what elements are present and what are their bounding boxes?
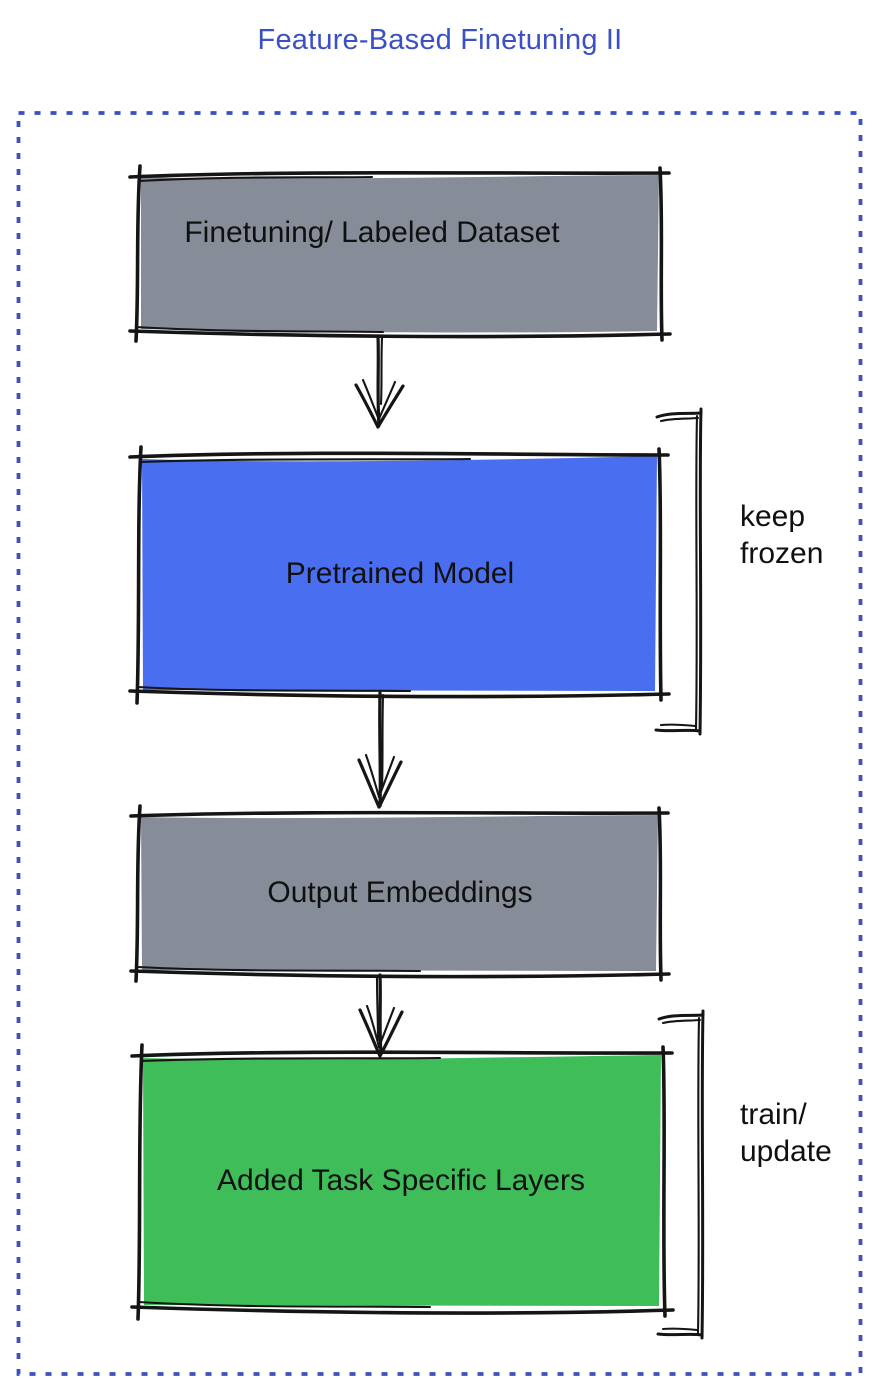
bracket-stroke xyxy=(654,728,702,733)
arrow-head-stroke xyxy=(377,755,396,799)
sketch-stroke xyxy=(137,1300,432,1309)
bracket-stroke xyxy=(656,1332,704,1337)
arrow-shaft xyxy=(375,975,380,1042)
sketch-stroke xyxy=(129,810,670,818)
bracket-stroke xyxy=(657,1013,705,1021)
arrow-shaft xyxy=(378,691,382,808)
arrow-shaft xyxy=(376,334,381,427)
box-fill xyxy=(143,1055,661,1306)
sketch-stroke xyxy=(128,170,671,179)
annotation-keep-frozen: keep frozen xyxy=(740,500,824,570)
annotation-train-update: train/ update xyxy=(740,1098,832,1168)
sketch-stroke xyxy=(135,445,143,705)
bracket-keep-frozen xyxy=(654,407,703,736)
sketch-stroke xyxy=(657,447,663,702)
arrow-head-stroke xyxy=(377,1006,396,1049)
diagram-title: Feature-Based Finetuning II xyxy=(257,24,623,56)
arrow-head-stroke xyxy=(377,760,403,809)
sketch-stroke xyxy=(137,175,374,183)
sketch-stroke xyxy=(136,1043,144,1321)
sketch-stroke xyxy=(134,804,142,983)
arrow-embeddings-to-layers xyxy=(358,973,404,1058)
dotted-frame xyxy=(16,111,863,1376)
bracket-stroke xyxy=(698,407,703,736)
sketch-stroke xyxy=(134,325,385,334)
box-fill xyxy=(142,456,657,691)
box-label-finetuning-dataset: Finetuning/ Labeled Dataset xyxy=(184,216,560,249)
sketch-stroke xyxy=(128,451,670,459)
bracket-stroke xyxy=(696,1016,701,1335)
sketch-stroke xyxy=(135,685,412,693)
bracket-stroke xyxy=(655,411,703,419)
sketch-stroke xyxy=(128,329,672,339)
sketch-stroke xyxy=(658,166,664,342)
arrow-shaft xyxy=(380,693,385,790)
arrow-head-stroke xyxy=(377,380,397,421)
bracket-stroke xyxy=(694,414,699,731)
sketch-stroke xyxy=(134,164,142,343)
arrow-dataset-to-model xyxy=(354,334,405,429)
sketch-stroke xyxy=(130,1305,675,1315)
bracket-stroke xyxy=(659,416,700,423)
arrow-head-stroke xyxy=(361,378,381,422)
box-fill xyxy=(141,815,658,971)
sketch-stroke xyxy=(138,457,472,464)
sketch-stroke xyxy=(135,965,422,973)
arrow-shaft xyxy=(379,336,384,406)
arrow-head-stroke xyxy=(376,384,405,429)
arrow-head-stroke xyxy=(364,753,381,799)
arrow-model-to-embeddings xyxy=(357,691,403,809)
bracket-stroke xyxy=(661,1018,702,1025)
bracket-stroke xyxy=(700,1009,705,1340)
box-finetuning-dataset-shape xyxy=(128,164,672,343)
sketch-stroke xyxy=(661,1045,667,1318)
bracket-stroke xyxy=(661,1327,699,1332)
box-label-output-embeddings: Output Embeddings xyxy=(267,876,533,909)
arrow-head-stroke xyxy=(365,1004,381,1049)
box-label-pretrained-model: Pretrained Model xyxy=(285,557,515,590)
bracket-train-update xyxy=(656,1009,705,1340)
arrow-shaft xyxy=(378,973,383,1055)
sketch-stroke xyxy=(130,1050,674,1058)
bracket-stroke xyxy=(659,723,697,728)
box-fill xyxy=(141,175,659,333)
arrow-head-stroke xyxy=(357,758,381,809)
box-pretrained-model-shape xyxy=(128,445,671,705)
box-added-task-specific-layers-shape xyxy=(130,1043,675,1321)
sketch-stroke xyxy=(139,1056,442,1063)
arrow-head-stroke xyxy=(354,383,380,429)
sketch-stroke xyxy=(657,806,663,982)
box-label-added-task-specific-layers: Added Task Specific Layers xyxy=(217,1164,585,1197)
